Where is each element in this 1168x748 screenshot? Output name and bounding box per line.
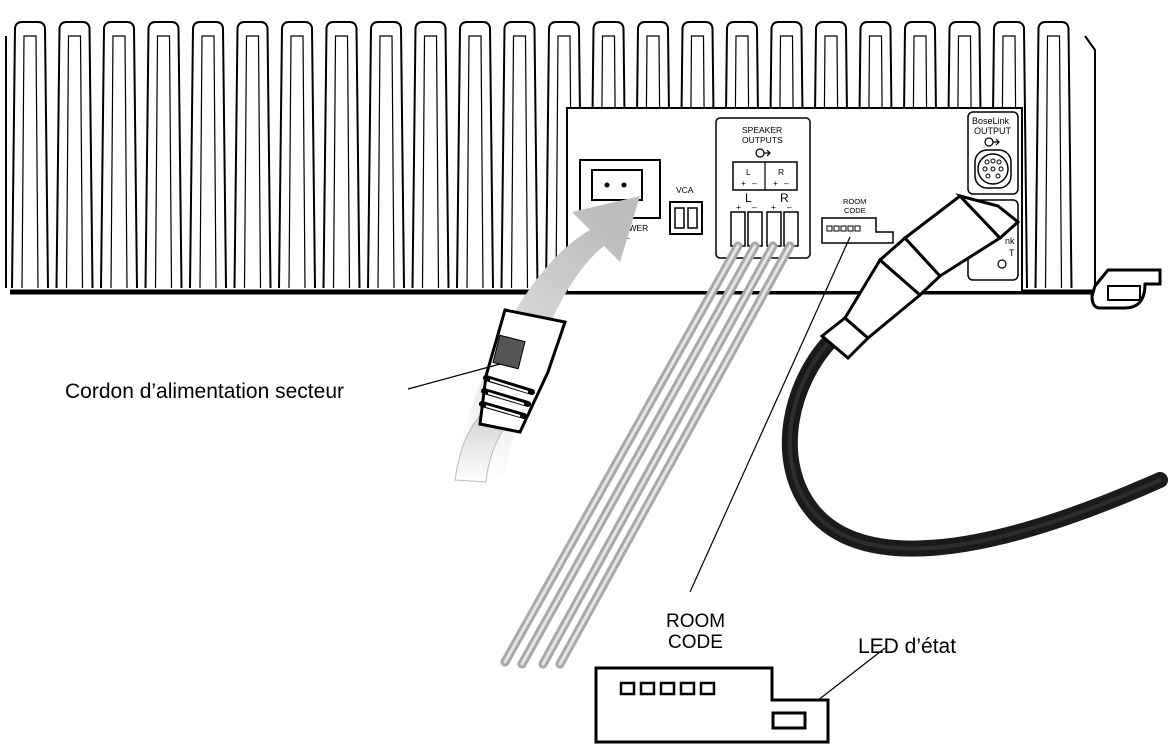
svg-text:+: + — [771, 202, 776, 212]
boselink-cable — [781, 193, 1168, 557]
heat-sink-fin — [500, 21, 539, 289]
svg-text:+: + — [741, 178, 746, 188]
heat-sink-fin — [856, 21, 895, 289]
vca-label: VCA — [676, 185, 694, 195]
heat-sink-fin — [723, 21, 761, 289]
svg-text:T: T — [1009, 248, 1015, 258]
svg-text:–: – — [787, 202, 792, 212]
boselink-label-line1: BoseLink — [972, 116, 1010, 126]
lower-left-channel: L — [745, 191, 752, 205]
heat-sink-fin-inner — [288, 35, 306, 289]
lower-right-channel: R — [780, 191, 789, 205]
upper-right-channel: R — [778, 167, 784, 177]
heat-sink-fin — [545, 21, 583, 289]
heat-sink-fin-inner — [199, 35, 217, 289]
status-led-callout: LED d’état — [858, 635, 956, 658]
heat-sink-fin-inner — [466, 35, 484, 289]
detail-code-label: CODE — [668, 632, 723, 653]
power-cord-callout: Cordon d’alimentation secteur — [65, 380, 344, 403]
upper-left-channel: L — [746, 167, 751, 177]
heat-sink-fin-inner — [332, 35, 351, 289]
heat-sink-fin-inner — [154, 35, 173, 289]
heat-sink-fin — [367, 21, 405, 289]
dip-switches — [619, 681, 716, 696]
heat-sink-fin — [144, 21, 183, 289]
vca-connector: VCA — [669, 185, 703, 235]
speaker-outputs-block: SPEAKER OUTPUTS L R + – + – L R + – + – — [715, 117, 811, 259]
heat-sink-fin — [411, 21, 450, 289]
status-led-icon — [771, 711, 807, 730]
heat-sink-fin-inner — [21, 35, 39, 289]
boselink-output-jack: BoseLink OUTPUT — [967, 111, 1019, 195]
heat-sink-fin — [812, 21, 850, 289]
speaker-label-line2: OUTPUTS — [742, 135, 783, 145]
room-code-switch: ROOM CODE — [821, 197, 894, 244]
heat-sink-fin — [767, 21, 806, 289]
heat-sink-fin-inner — [1044, 35, 1063, 289]
speaker-wires — [500, 241, 795, 669]
heat-sink-fin-inner — [377, 35, 395, 289]
heat-sink-fin-inner — [243, 35, 262, 289]
heat-sink-fin — [11, 21, 49, 289]
room-code-detail: ROOM CODE — [594, 611, 830, 744]
panel-room-label: ROOM — [843, 197, 866, 206]
heat-sink-fin — [278, 21, 316, 289]
heat-sink-fin — [100, 21, 138, 289]
heat-sink-fin-inner — [421, 35, 440, 289]
room-code-leader — [689, 236, 851, 593]
heat-sink-fin — [55, 21, 94, 289]
heat-sink-fin — [634, 21, 672, 289]
heat-sink-fin — [901, 21, 939, 289]
led-leader — [807, 647, 886, 709]
heat-sink-fin — [322, 21, 361, 289]
heat-sink-fin — [945, 21, 984, 289]
panel-code-label: CODE — [844, 206, 866, 215]
svg-text:nk: nk — [1005, 236, 1015, 246]
heat-sink-fin-inner — [110, 35, 128, 289]
heat-sink-fin — [189, 21, 227, 289]
svg-text:+: + — [736, 202, 741, 212]
boselink-label-line2: OUTPUT — [974, 126, 1012, 136]
heat-sink-fin — [678, 21, 717, 289]
heat-sink-fin-inner — [510, 35, 529, 289]
heat-sink-fin-inner — [65, 35, 84, 289]
svg-text:~: ~ — [625, 233, 630, 243]
power-cord-plug — [454, 308, 567, 483]
svg-text:+: + — [773, 178, 778, 188]
speaker-label-line1: SPEAKER — [742, 125, 782, 135]
svg-text:–: – — [752, 202, 757, 212]
power-cord-leader — [407, 363, 501, 390]
heat-sink-fin — [233, 21, 272, 289]
leader-lines — [407, 236, 886, 709]
svg-text:–: – — [752, 178, 757, 188]
heat-sink-fin — [990, 21, 1028, 289]
heat-sink-fin — [1034, 21, 1073, 289]
heat-sink-fin — [456, 21, 494, 289]
heat-sink-fin — [589, 21, 628, 289]
svg-text:–: – — [784, 178, 789, 188]
detail-room-label: ROOM — [666, 611, 725, 632]
mounting-bracket — [1090, 268, 1162, 310]
